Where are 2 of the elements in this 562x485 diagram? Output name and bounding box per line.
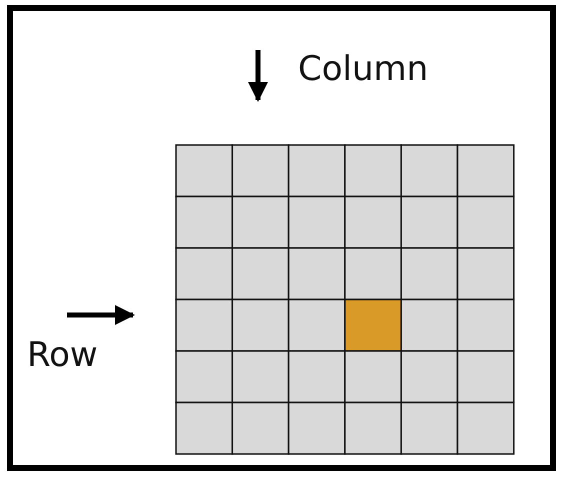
axis-label: Column [298, 52, 428, 86]
axis-label: Row [27, 338, 98, 372]
